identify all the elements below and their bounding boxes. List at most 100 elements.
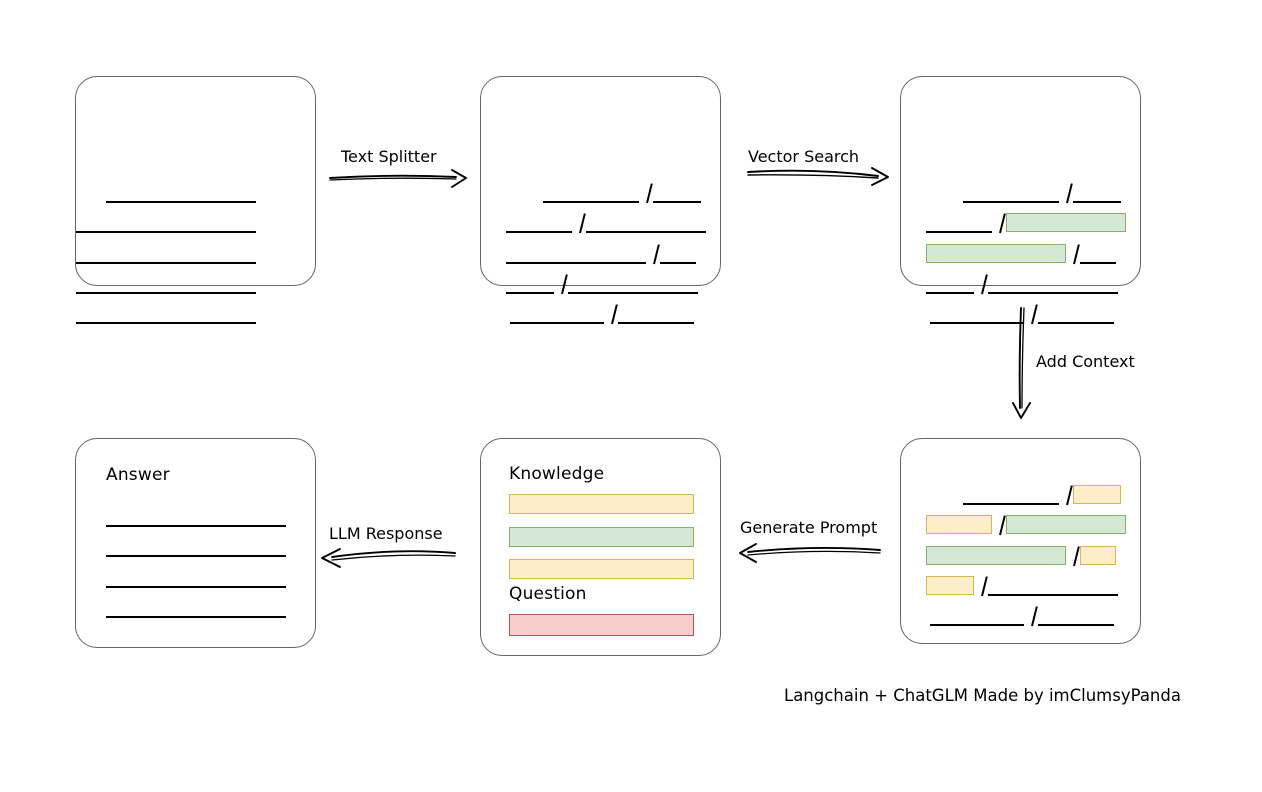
line-segment: [618, 302, 694, 324]
line-segment: [1073, 181, 1121, 203]
document-lines: [481, 77, 720, 324]
chunk-separator-icon: [1024, 604, 1038, 626]
chunk-line: [506, 272, 698, 294]
source-document-node[interactable]: [75, 76, 316, 324]
chunk-separator-icon: [572, 211, 586, 233]
arrow-text-splitter: [329, 169, 467, 188]
line-segment: [106, 535, 286, 557]
line-segment: [106, 505, 286, 527]
knowledge-bar-2: [509, 527, 694, 547]
chunk-line: [926, 272, 1118, 294]
context-chunk-highlight: [1080, 545, 1116, 565]
document-lines: [76, 439, 315, 647]
arrow-add-context: [1012, 307, 1031, 419]
line-segment: [1038, 302, 1114, 324]
line-segment: [76, 242, 256, 264]
chunk-line: [926, 242, 1116, 264]
answer-line: [106, 505, 286, 527]
line-segment: [506, 242, 646, 264]
chunk-separator-icon: [992, 211, 1006, 233]
document-line: [76, 302, 256, 324]
line-segment: [506, 211, 572, 233]
chunk-separator-icon: [974, 574, 988, 596]
chunk-line: [963, 483, 1121, 505]
line-segment: [988, 272, 1118, 294]
answer-node[interactable]: Answer: [75, 438, 316, 648]
document-lines: [76, 77, 315, 324]
line-segment: [930, 604, 1024, 626]
line-segment: [988, 574, 1118, 596]
chunk-line: [926, 574, 1118, 596]
line-segment: [510, 302, 604, 324]
diagram-caption: Langchain + ChatGLM Made by imClumsyPand…: [784, 686, 1181, 705]
chunk-separator-icon: [1066, 242, 1080, 264]
edge-label-llm-response: LLM Response: [329, 524, 443, 543]
matched-chunk-highlight: [926, 545, 1066, 565]
chunk-separator-icon: [1066, 544, 1080, 566]
chunk-line: [506, 242, 696, 264]
chunk-line: [963, 181, 1121, 203]
chunk-line: [506, 211, 706, 233]
chunk-line: [926, 544, 1116, 566]
knowledge-heading: Knowledge: [509, 464, 605, 484]
context-chunk-highlight: [926, 514, 992, 534]
chunk-line: [926, 211, 1126, 233]
edge-label-vector-search: Vector Search: [748, 147, 860, 166]
line-segment: [76, 211, 256, 233]
line-segment: [106, 566, 286, 588]
line-segment: [543, 181, 639, 203]
line-segment: [926, 272, 974, 294]
chunk-line: [510, 302, 694, 324]
line-segment: [930, 302, 1024, 324]
knowledge-bar-3: [509, 559, 694, 579]
chunk-line: [543, 181, 701, 203]
knowledge-bar-1: [509, 494, 694, 514]
chunk-separator-icon: [1024, 302, 1038, 324]
context-added-node[interactable]: [900, 438, 1141, 644]
chunk-separator-icon: [646, 242, 660, 264]
document-line: [76, 211, 256, 233]
answer-line: [106, 566, 286, 588]
line-segment: [1080, 242, 1116, 264]
line-segment: [963, 483, 1059, 505]
document-lines: [901, 77, 1140, 324]
answer-line: [106, 535, 286, 557]
vector-matches-node[interactable]: [900, 76, 1141, 324]
arrow-generate-prompt: [739, 543, 881, 563]
answer-line: [106, 596, 286, 618]
question-heading: Question: [509, 584, 587, 604]
prompt-node[interactable]: Knowledge Question: [480, 438, 721, 656]
line-segment: [568, 272, 698, 294]
document-line: [106, 181, 256, 203]
chunk-separator-icon: [639, 181, 653, 203]
chunk-line: [930, 302, 1114, 324]
chunk-separator-icon: [974, 272, 988, 294]
edge-label-text-splitter: Text Splitter: [341, 147, 437, 166]
line-segment: [106, 181, 256, 203]
line-segment: [963, 181, 1059, 203]
line-segment: [653, 181, 701, 203]
chunk-separator-icon: [1059, 483, 1073, 505]
edge-label-add-context: Add Context: [1036, 352, 1135, 371]
line-segment: [660, 242, 696, 264]
chunk-separator-icon: [604, 302, 618, 324]
matched-chunk-highlight: [926, 243, 1066, 263]
line-segment: [506, 272, 554, 294]
document-lines: [901, 439, 1140, 643]
arrow-vector-search: [747, 167, 889, 186]
line-segment: [106, 596, 286, 618]
document-line: [76, 272, 256, 294]
line-segment: [926, 211, 992, 233]
line-segment: [1038, 604, 1114, 626]
matched-chunk-highlight: [1006, 514, 1126, 534]
chunk-separator-icon: [554, 272, 568, 294]
document-line: [76, 242, 256, 264]
edge-label-generate-prompt: Generate Prompt: [740, 518, 878, 537]
chunk-line: [930, 604, 1114, 626]
chunk-separator-icon: [992, 513, 1006, 535]
line-segment: [586, 211, 706, 233]
answer-heading: Answer: [106, 465, 170, 485]
line-segment: [76, 272, 256, 294]
split-chunks-node[interactable]: [480, 76, 721, 324]
